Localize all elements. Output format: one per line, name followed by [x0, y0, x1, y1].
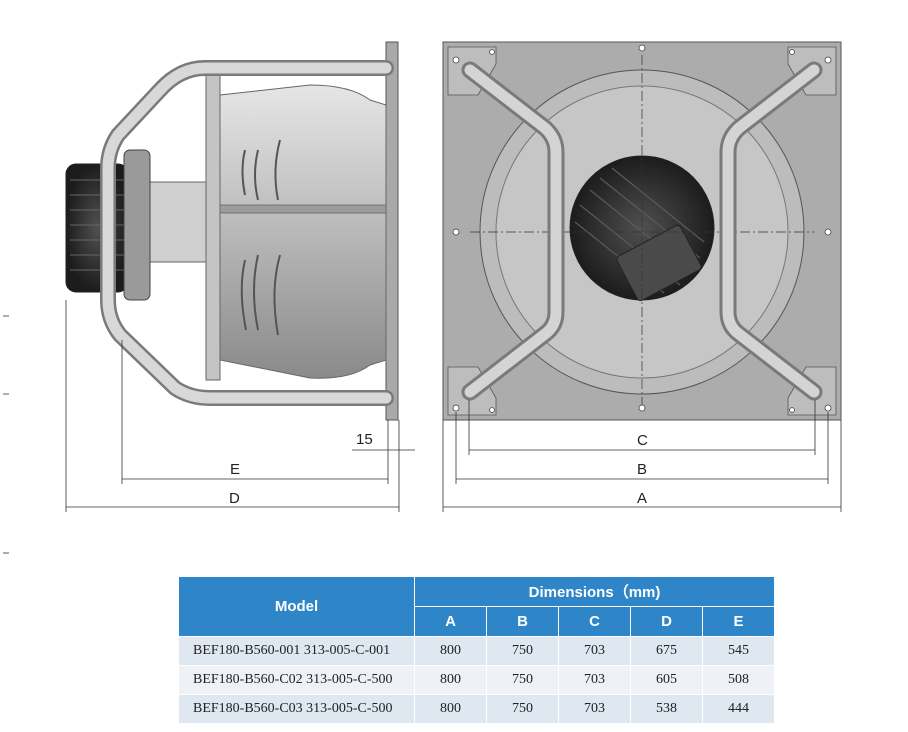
- table-row: BEF180-B560-001 313-005-C-001 800 750 70…: [178, 636, 776, 666]
- side-dimensions: [3, 300, 415, 554]
- motor-body: [65, 163, 129, 293]
- cell-model: BEF180-B560-001 313-005-C-001: [178, 636, 415, 666]
- header-dimensions: Dimensions（mm): [413, 576, 776, 607]
- header-col-a: A: [414, 606, 487, 637]
- table-subheader-row: A B C D E: [179, 606, 776, 637]
- motor-shaft-hub: [149, 181, 207, 263]
- side-mounting-frame: [100, 60, 394, 406]
- cell-c: 703: [558, 636, 631, 666]
- centre-lines: [470, 55, 814, 408]
- impeller-blades: [240, 139, 281, 336]
- side-flange-plate: [385, 41, 399, 421]
- dim-label-B: B: [637, 461, 647, 478]
- cell-e: 545: [701, 636, 776, 666]
- cell-model: BEF180-B560-C03 313-005-C-500: [178, 694, 415, 724]
- cell-b: 750: [486, 665, 559, 695]
- cell-a: 800: [414, 636, 487, 666]
- cell-a: 800: [414, 694, 487, 724]
- fan-technical-drawing: 15 E D: [3, 41, 842, 554]
- cell-b: 750: [486, 636, 559, 666]
- dim-label-C: C: [637, 432, 648, 449]
- cell-a: 800: [414, 665, 487, 695]
- dim-label-A: A: [637, 490, 647, 507]
- terminal-box: [616, 224, 702, 302]
- cell-b: 750: [486, 694, 559, 724]
- front-view: [442, 41, 842, 421]
- header-col-e: E: [701, 606, 776, 637]
- front-support-frame: [461, 61, 823, 401]
- dim-label-E: E: [230, 461, 240, 478]
- table-header-row: Model Dimensions（mm): [178, 576, 776, 637]
- cell-model: BEF180-B560-C02 313-005-C-500: [178, 665, 415, 695]
- header-col-b: B: [486, 606, 559, 637]
- impeller-drum: [219, 84, 387, 379]
- cell-c: 703: [558, 694, 631, 724]
- motor-flange: [123, 149, 151, 301]
- table-row: BEF180-B560-C02 313-005-C-500 800 750 70…: [178, 665, 776, 695]
- dim-label-D: D: [229, 490, 240, 507]
- cell-e: 444: [701, 694, 776, 724]
- mounting-holes: [452, 44, 832, 413]
- header-col-c: C: [558, 606, 631, 637]
- front-dimensions: [442, 400, 842, 512]
- header-model: Model: [178, 576, 415, 637]
- header-col-d: D: [630, 606, 703, 637]
- dim-label-15: 15: [356, 431, 373, 448]
- cell-c: 703: [558, 665, 631, 695]
- cell-d: 605: [630, 665, 703, 695]
- dimensions-table: Model Dimensions（mm) A B C D E BEF180-B5…: [178, 576, 776, 724]
- cell-d: 675: [630, 636, 703, 666]
- impeller-backplate: [205, 74, 221, 381]
- cell-e: 508: [701, 665, 776, 695]
- impeller-hub-band: [219, 204, 387, 214]
- table-row: BEF180-B560-C03 313-005-C-500 800 750 70…: [178, 694, 776, 724]
- side-view: [65, 41, 399, 421]
- cell-d: 538: [630, 694, 703, 724]
